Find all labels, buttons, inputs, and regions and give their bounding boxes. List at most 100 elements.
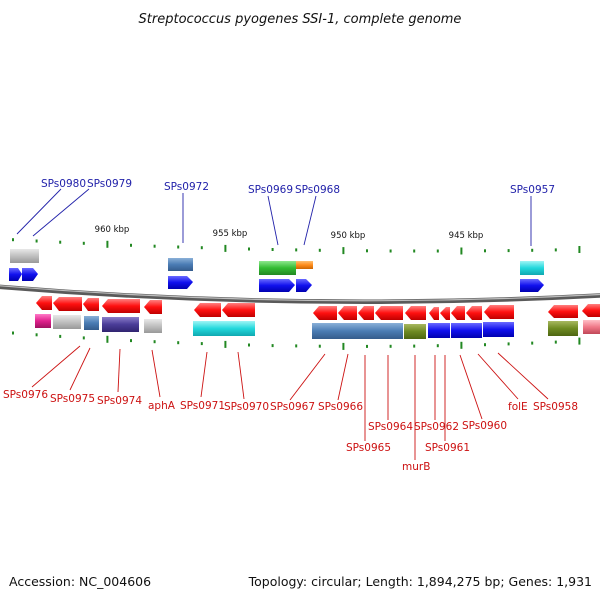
reverse-gene-arrow bbox=[484, 305, 514, 319]
gene-label-bottom[interactable]: SPs0958 bbox=[533, 401, 578, 413]
scale-tick bbox=[12, 238, 14, 242]
scale-tick bbox=[318, 248, 321, 252]
scale-ticks-top bbox=[12, 238, 581, 255]
gene-label-top[interactable]: SPs0979 bbox=[87, 178, 132, 190]
scale-ticks-bottom bbox=[12, 331, 581, 350]
scale-tick bbox=[318, 344, 321, 348]
gene-label-bottom[interactable]: SPs0967 bbox=[270, 401, 315, 413]
gene-label-bottom[interactable]: SPs0961 bbox=[425, 442, 470, 454]
gene-label-bottom[interactable]: SPs0971 bbox=[180, 400, 225, 412]
scale-tick bbox=[59, 334, 62, 338]
scale-tick bbox=[436, 344, 439, 348]
scale-tick bbox=[153, 244, 156, 248]
gene-label-top[interactable]: SPs0972 bbox=[164, 181, 209, 193]
gene-label-top[interactable]: SPs0968 bbox=[295, 184, 340, 196]
scale-tick bbox=[271, 344, 274, 348]
scale-tick bbox=[460, 341, 463, 349]
scale-tick bbox=[554, 340, 557, 344]
gene-label-bottom[interactable]: SPs0966 bbox=[318, 401, 363, 413]
reverse-gene-arrow bbox=[338, 306, 357, 320]
scale-tick bbox=[12, 331, 14, 335]
gene-label-bottom[interactable]: SPs0965 bbox=[346, 442, 391, 454]
reverse-gene-arrow bbox=[582, 304, 600, 317]
gene-label-bottom[interactable]: SPs0960 bbox=[462, 420, 507, 432]
gene-label-top[interactable]: SPs0969 bbox=[248, 184, 293, 196]
forward-gene-arrow bbox=[259, 279, 295, 292]
gene-label-bottom[interactable]: SPs0970 bbox=[224, 401, 269, 413]
gene-label-top[interactable]: SPs0980 bbox=[41, 178, 86, 190]
scale-tick bbox=[295, 344, 298, 348]
scale-tick bbox=[200, 342, 203, 346]
cog-box bbox=[357, 323, 403, 339]
label-leader-line bbox=[237, 351, 245, 400]
scale-label: 945 kbp bbox=[449, 231, 484, 241]
gene-label-bottom[interactable]: murB bbox=[402, 461, 430, 473]
scale-tick bbox=[82, 336, 85, 340]
cog-box bbox=[144, 319, 162, 333]
genome-backbone-highlight bbox=[0, 285, 600, 302]
scale-tick bbox=[224, 340, 227, 348]
gene-label-bottom[interactable]: SPs0974 bbox=[97, 395, 142, 407]
reverse-gene-arrow bbox=[548, 305, 578, 318]
scale-tick bbox=[507, 249, 510, 253]
gene-label-bottom[interactable]: folE bbox=[508, 401, 528, 413]
reverse-gene-arrow bbox=[222, 303, 255, 317]
forward-gene-arrow bbox=[22, 268, 38, 281]
reverse-gene-arrow bbox=[53, 297, 82, 311]
scale-tick bbox=[342, 247, 345, 255]
cog-box bbox=[102, 317, 139, 332]
reverse-gene-arrow bbox=[440, 307, 450, 320]
scale-tick bbox=[82, 241, 85, 245]
reverse-gene-arrow bbox=[102, 299, 140, 313]
scale-tick bbox=[578, 337, 581, 345]
label-leader-line bbox=[459, 354, 483, 420]
cog-box bbox=[548, 321, 578, 336]
gene-label-bottom[interactable]: SPs0975 bbox=[50, 393, 95, 405]
gene-label-bottom[interactable]: SPs0976 bbox=[3, 389, 48, 401]
scale-tick bbox=[342, 342, 345, 350]
map-title: Streptococcus pyogenes SSI-1, complete g… bbox=[139, 12, 462, 27]
label-leader-line bbox=[69, 347, 91, 391]
label-leader-line bbox=[267, 195, 279, 246]
forward-gene-arrow bbox=[296, 279, 312, 292]
scale-tick bbox=[413, 249, 416, 253]
scale-tick bbox=[531, 341, 534, 345]
cog-box bbox=[259, 261, 296, 275]
forward-gene-arrow bbox=[168, 276, 193, 289]
scale-tick bbox=[106, 335, 109, 343]
reverse-gene-arrow bbox=[466, 306, 482, 320]
scale-tick bbox=[106, 240, 109, 248]
scale-tick bbox=[248, 343, 250, 347]
cog-box bbox=[193, 321, 222, 336]
gene-label-bottom[interactable]: SPs0962 bbox=[414, 421, 459, 433]
label-leader-line bbox=[200, 351, 208, 398]
cog-box bbox=[222, 321, 255, 336]
gene-label-bottom[interactable]: SPs0964 bbox=[368, 421, 413, 433]
reverse-gene-arrow bbox=[313, 306, 337, 320]
label-leader-line bbox=[497, 352, 549, 400]
reverse-gene-arrow bbox=[451, 306, 465, 320]
cog-box bbox=[84, 316, 99, 330]
scale-tick bbox=[224, 244, 227, 252]
scale-tick bbox=[366, 344, 368, 348]
cog-box bbox=[583, 320, 600, 334]
genome-backbone bbox=[0, 284, 600, 304]
reverse-gene-arrow bbox=[358, 306, 374, 320]
scale-tick bbox=[130, 339, 132, 343]
scale-tick bbox=[295, 248, 298, 252]
scale-tick bbox=[507, 342, 510, 346]
cog-box bbox=[483, 322, 514, 337]
scale-tick bbox=[484, 343, 486, 347]
accession-text: Accession: NC_004606 bbox=[9, 574, 151, 589]
gene-label-top[interactable]: SPs0957 bbox=[510, 184, 555, 196]
scale-tick bbox=[366, 249, 368, 253]
scale-tick bbox=[271, 248, 274, 251]
scale-tick bbox=[389, 249, 392, 253]
scale-tick bbox=[59, 240, 62, 244]
scale-label: 950 kbp bbox=[331, 231, 366, 241]
gene-label-bottom[interactable]: aphA bbox=[148, 400, 176, 412]
reverse-gene-arrow bbox=[375, 306, 403, 320]
forward-gene-arrow bbox=[520, 279, 544, 292]
